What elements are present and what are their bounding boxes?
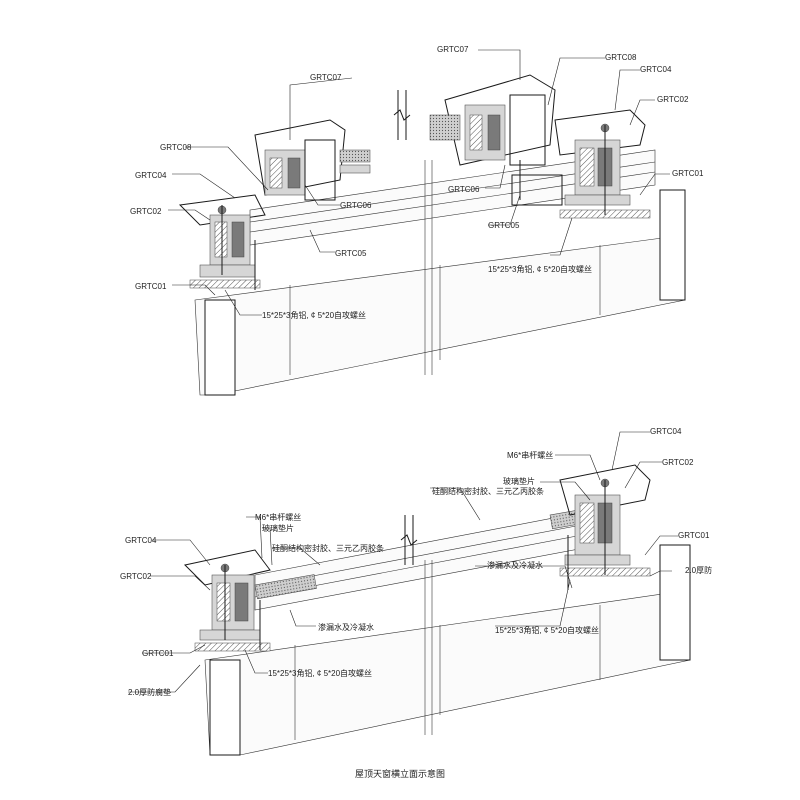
label-pad-left: 2.0厚防腐垫: [128, 687, 171, 697]
bottom-section: GRTC04 M6*串杆螺丝 GRTC02 玻璃垫片 硅酮结构密封胶、三元乙丙胶…: [120, 427, 712, 756]
label-grtc08-right: GRTC08: [605, 53, 637, 62]
drawing-caption: 屋顶天窗横立面示意图: [355, 768, 445, 780]
label-grtc02-right: GRTC02: [662, 458, 694, 467]
label-grtc06-right: GRTC06: [448, 185, 480, 194]
bottom-left-wall: [209, 659, 241, 756]
label-grtc02-right: GRTC02: [657, 95, 689, 104]
label-screw-right: 15*25*3角铝, ¢ 5*20自攻螺丝: [495, 625, 599, 635]
bottom-break-symbol: [400, 515, 433, 735]
label-glass-pad-left: 玻璃垫片: [262, 523, 294, 533]
label-grtc04-right: GRTC04: [650, 427, 682, 436]
top-leader-lines: [168, 49, 670, 316]
label-water-right: 渗漏水及冷凝水: [487, 560, 543, 570]
label-m6-left: M6*串杆螺丝: [255, 512, 301, 522]
label-pad-right: 2.0厚防: [685, 565, 712, 575]
label-grtc02-left: GRTC02: [130, 207, 162, 216]
label-sealant-left: 硅酮结构密封胶、三元乙丙胶条: [272, 543, 384, 553]
label-grtc01-left: GRTC01: [135, 282, 167, 291]
label-water-left: 渗漏水及冷凝水: [318, 622, 374, 632]
bottom-glass-panel: [254, 509, 601, 611]
label-grtc04-left: GRTC04: [125, 536, 157, 545]
label-grtc01-right: GRTC01: [678, 531, 710, 540]
label-grtc01-right: GRTC01: [672, 169, 704, 178]
bottom-labels: GRTC04 M6*串杆螺丝 GRTC02 玻璃垫片 硅酮结构密封胶、三元乙丙胶…: [120, 427, 712, 697]
label-grtc02-left: GRTC02: [120, 572, 152, 581]
label-m6-right: M6*串杆螺丝: [507, 450, 553, 460]
label-grtc04-right: GRTC04: [640, 65, 672, 74]
label-glass-pad-right: 玻璃垫片: [503, 476, 535, 486]
top-labels: GRTC07 GRTC08 GRTC04 GRTC02 GRTC06 GRTC0…: [130, 45, 704, 320]
label-screw-left: 15*25*3角铝, ¢ 5*20自攻螺丝: [262, 310, 366, 320]
label-screw-right: 15*25*3角铝, ¢ 5*20自攻螺丝: [488, 264, 592, 274]
top-break-symbol: [393, 90, 433, 375]
label-grtc05-left: GRTC05: [335, 249, 367, 258]
label-grtc01-left: GRTC01: [142, 649, 174, 658]
top-section: GRTC07 GRTC08 GRTC04 GRTC02 GRTC06 GRTC0…: [130, 45, 704, 396]
label-screw-left: 15*25*3角铝, ¢ 5*20自攻螺丝: [268, 668, 372, 678]
bottom-right-wall: [659, 544, 691, 661]
bottom-left-node: [183, 549, 271, 652]
top-left-wall: [204, 299, 236, 396]
label-grtc07-right: GRTC07: [437, 45, 469, 54]
label-sealant-right: 硅酮结构密封胶、三元乙丙胶条: [432, 486, 544, 496]
top-right-wall: [659, 189, 686, 301]
label-grtc05-right: GRTC05: [488, 221, 520, 230]
bottom-roof-sheet: [204, 589, 691, 756]
bottom-leader-lines: [128, 431, 678, 693]
label-grtc06-left: GRTC06: [340, 201, 372, 210]
top-right-node: [429, 74, 651, 219]
label-grtc08-left: GRTC08: [160, 143, 192, 152]
top-left-node: [178, 119, 371, 290]
bottom-right-node: [559, 464, 651, 590]
label-grtc07-left: GRTC07: [310, 73, 342, 82]
label-grtc04-left: GRTC04: [135, 171, 167, 180]
